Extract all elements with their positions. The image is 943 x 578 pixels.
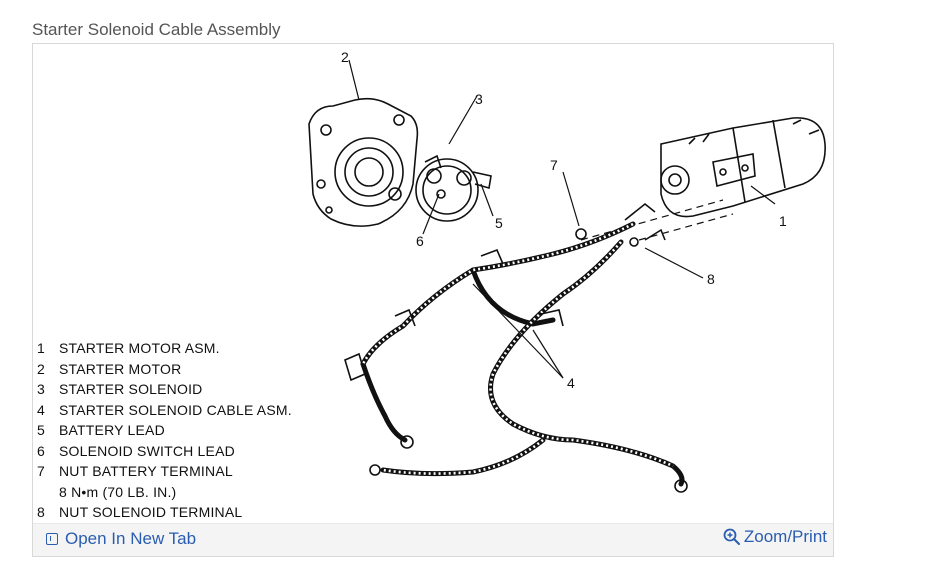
legend-label: STARTER MOTOR ASM. bbox=[59, 340, 220, 356]
legend-number: 1 bbox=[37, 340, 45, 356]
zoom-print-label: Zoom/Print bbox=[743, 527, 827, 546]
legend-label: NUT BATTERY TERMINAL bbox=[59, 463, 233, 479]
open-in-new-tab-icon bbox=[46, 533, 58, 545]
legend-number: 4 bbox=[37, 401, 45, 418]
open-in-new-tab-label: Open In New Tab bbox=[65, 529, 197, 548]
image-footer-bar: Open In New Tab Zoom/Print bbox=[33, 523, 833, 556]
legend-number: 6 bbox=[37, 442, 45, 459]
legend-item: 4 STARTER SOLENOID CABLE ASM. bbox=[37, 400, 292, 421]
callout-1: 1 bbox=[779, 213, 787, 229]
legend-number: 3 bbox=[37, 381, 45, 397]
cable-harness-drawing bbox=[360, 221, 685, 487]
legend-item: 1 STARTER MOTOR ASM. bbox=[37, 338, 292, 359]
callout-6: 6 bbox=[416, 233, 424, 249]
legend-number: 2 bbox=[37, 360, 45, 377]
callout-4: 4 bbox=[567, 375, 575, 391]
legend-item: 7 NUT BATTERY TERMINAL bbox=[37, 461, 292, 482]
zoom-print-link[interactable]: Zoom/Print bbox=[723, 527, 827, 547]
legend-label: BATTERY LEAD bbox=[59, 422, 165, 438]
legend-label: STARTER SOLENOID CABLE ASM. bbox=[59, 401, 292, 418]
legend-label: 8 N•m (70 LB. IN.) bbox=[59, 483, 177, 500]
legend-number: 8 bbox=[37, 504, 45, 520]
legend-item: 5 BATTERY LEAD bbox=[37, 420, 292, 441]
legend-item: 8 N•m (70 LB. IN.) bbox=[37, 482, 292, 503]
legend-label: STARTER SOLENOID bbox=[59, 381, 203, 397]
legend-item: 3 STARTER SOLENOID bbox=[37, 379, 292, 400]
legend-label: NUT SOLENOID TERMINAL bbox=[59, 504, 243, 520]
legend-label: SOLENOID SWITCH LEAD bbox=[59, 442, 235, 459]
legend-item: 6 SOLENOID SWITCH LEAD bbox=[37, 441, 292, 462]
starter-solenoid-drawing bbox=[415, 154, 492, 222]
open-in-new-tab-link[interactable]: Open In New Tab bbox=[46, 529, 196, 549]
legend-number: 5 bbox=[37, 422, 45, 438]
cable-assembly-diagram: 2 3 7 1 5 6 8 4 bbox=[308, 49, 826, 493]
callout-7: 7 bbox=[550, 157, 558, 173]
callout-3: 3 bbox=[475, 91, 483, 107]
callout-2: 2 bbox=[341, 49, 349, 65]
starter-motor-assembly-drawing bbox=[660, 117, 826, 218]
callout-8: 8 bbox=[707, 271, 715, 287]
callout-5: 5 bbox=[495, 215, 503, 231]
magnifier-plus-icon bbox=[723, 528, 740, 545]
legend-label: STARTER MOTOR bbox=[59, 360, 182, 377]
page-title: Starter Solenoid Cable Assembly bbox=[32, 20, 281, 39]
starter-motor-drawing bbox=[308, 97, 419, 227]
legend-number: 7 bbox=[37, 463, 45, 479]
legend-item: 2 STARTER MOTOR bbox=[37, 359, 292, 380]
legend-item: 8 NUT SOLENOID TERMINAL bbox=[37, 502, 292, 523]
